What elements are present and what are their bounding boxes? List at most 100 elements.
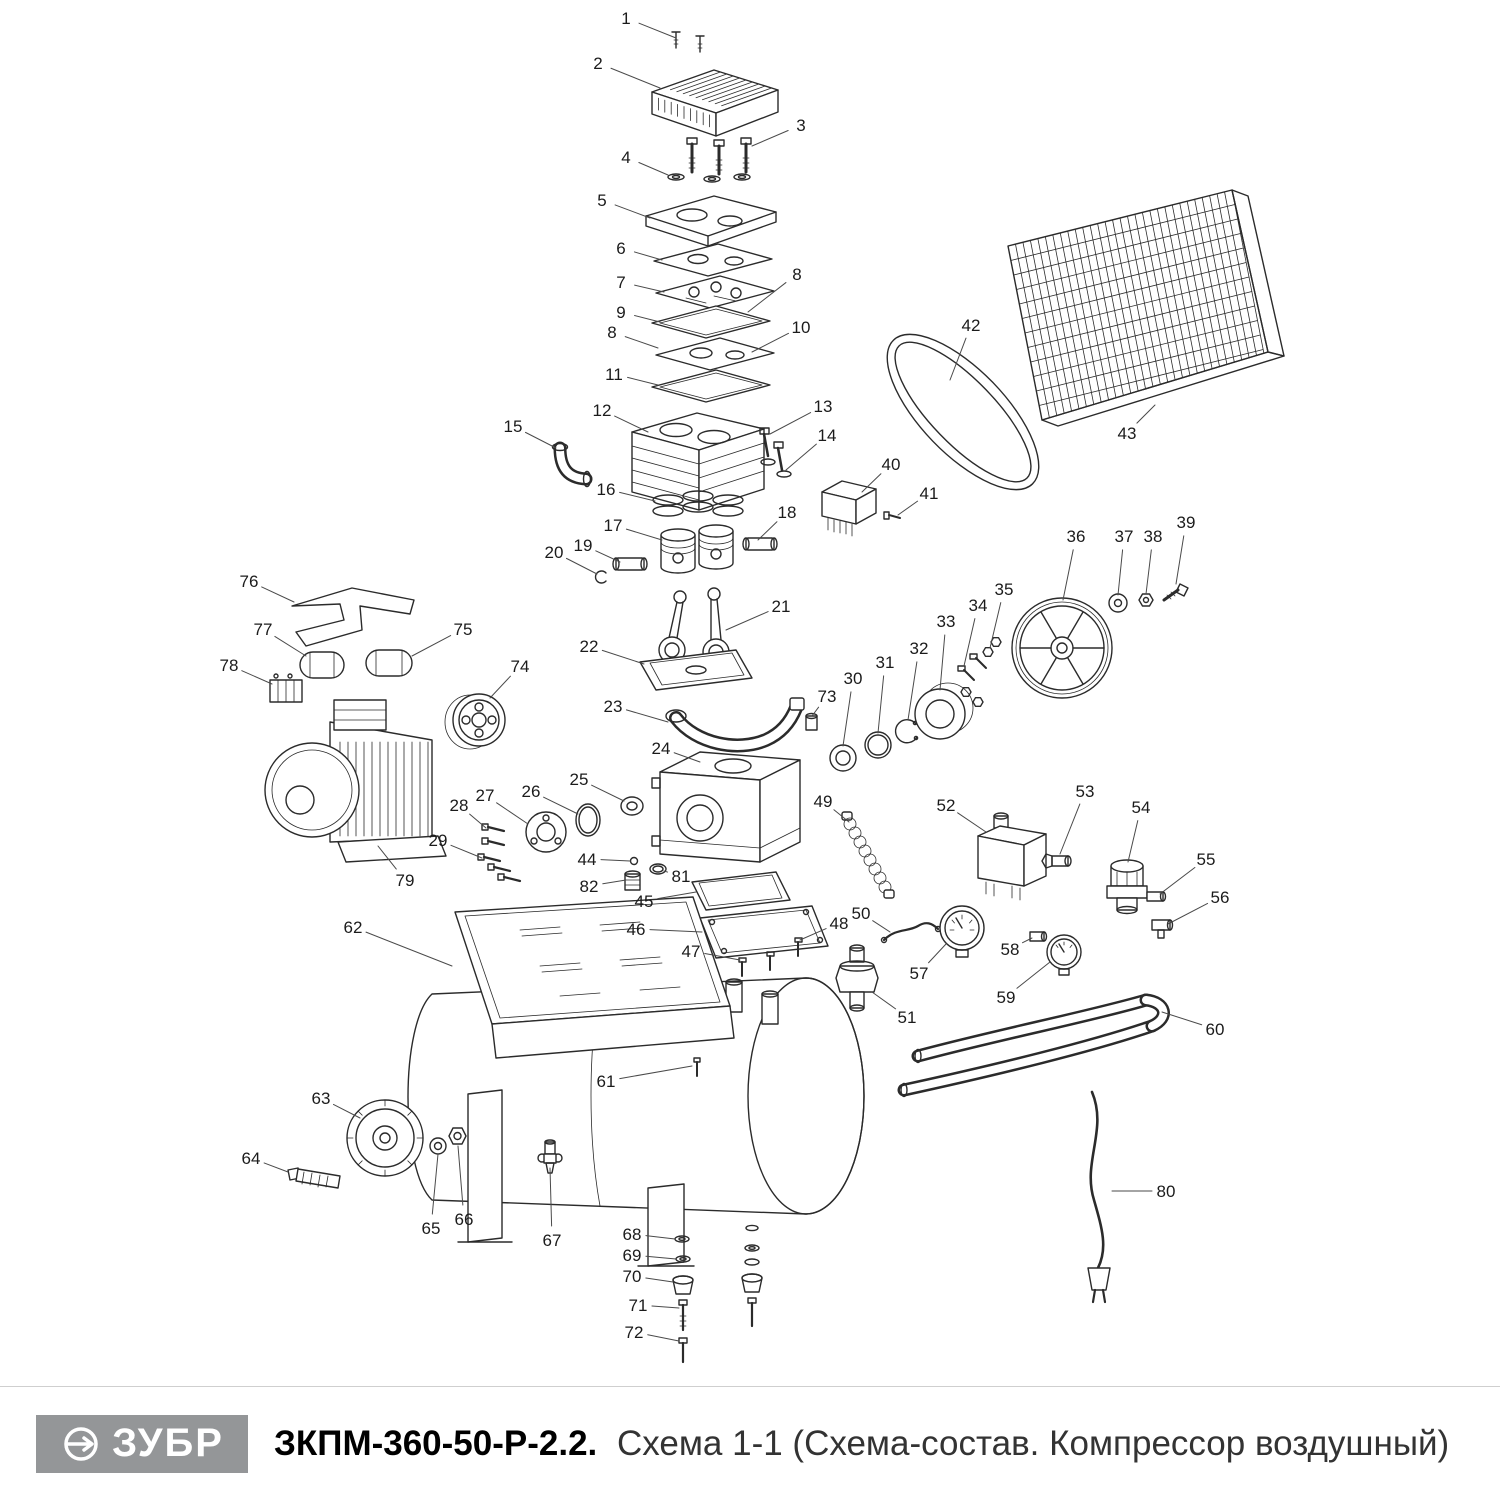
part-label-8: 8 <box>607 323 616 342</box>
leader-line-47 <box>704 953 741 961</box>
leader-line-58 <box>1022 937 1033 944</box>
part-label-18: 18 <box>778 503 797 522</box>
part-label-62: 62 <box>344 918 363 937</box>
leader-line-53 <box>1059 803 1081 855</box>
part-label-82: 82 <box>580 877 599 896</box>
leader-line-30 <box>842 691 852 747</box>
head-cover-bolts <box>686 137 752 176</box>
leader-line-65 <box>431 1153 439 1215</box>
unloader-tube <box>880 922 942 944</box>
leader-line-1 <box>638 22 677 39</box>
leader-line-71 <box>651 1305 680 1309</box>
leader-line-5 <box>614 204 651 219</box>
leader-line-45 <box>657 891 697 900</box>
part-label-50: 50 <box>852 904 871 923</box>
part-label-80: 80 <box>1157 1182 1176 1201</box>
leader-line-51 <box>871 991 897 1010</box>
cylinder-bolts <box>759 427 792 478</box>
base-gasket <box>691 871 791 911</box>
leader-line-64 <box>263 1162 289 1173</box>
leader-line-62 <box>365 931 453 967</box>
part-label-44: 44 <box>578 850 597 869</box>
leader-line-79 <box>377 845 397 870</box>
part-label-16: 16 <box>597 480 616 499</box>
part-label-30: 30 <box>844 669 863 688</box>
electric-motor <box>264 699 447 863</box>
zubr-logo-icon <box>64 1426 98 1461</box>
leader-line-57 <box>928 943 947 964</box>
part-label-64: 64 <box>242 1149 261 1168</box>
part-label-24: 24 <box>652 739 671 758</box>
leader-line-20 <box>565 557 598 575</box>
part-label-17: 17 <box>604 516 623 535</box>
drain-valve <box>537 1139 563 1174</box>
valve-plate-stack <box>651 243 775 403</box>
part-label-12: 12 <box>593 401 612 420</box>
part-label-7: 7 <box>616 273 625 292</box>
part-label-15: 15 <box>504 417 523 436</box>
leader-line-46 <box>649 929 703 933</box>
leader-line-67 <box>549 1167 553 1227</box>
breather-fitting <box>624 870 641 891</box>
flywheel-pulley <box>1011 597 1113 699</box>
terminal-block <box>269 673 303 703</box>
motor-coupling <box>444 693 506 750</box>
base-plate <box>699 905 829 959</box>
leader-line-14 <box>785 443 817 471</box>
leader-line-41 <box>897 500 919 516</box>
leader-line-48 <box>799 928 827 941</box>
part-label-11: 11 <box>605 365 623 384</box>
model-number: ЗКПМ-360-50-Р-2.2. <box>274 1423 598 1463</box>
part-label-37: 37 <box>1115 527 1134 546</box>
part-label-8: 8 <box>792 265 801 284</box>
leader-line-66 <box>457 1145 464 1206</box>
leader-line-7 <box>634 284 665 293</box>
brand-logo-text: ЗУБР <box>112 1421 224 1465</box>
part-label-72: 72 <box>625 1323 644 1342</box>
part-label-21: 21 <box>772 597 791 616</box>
reed-valve-block <box>821 480 877 537</box>
part-label-74: 74 <box>511 657 530 676</box>
leader-line-34 <box>963 618 976 667</box>
part-label-48: 48 <box>830 914 849 933</box>
oil-plug <box>805 712 818 731</box>
power-cord <box>1087 1090 1111 1304</box>
leader-line-56 <box>1167 902 1209 925</box>
elbow-fitting <box>551 441 593 488</box>
part-label-1: 1 <box>621 9 630 28</box>
part-label-54: 54 <box>1132 798 1151 817</box>
part-label-10: 10 <box>792 318 811 337</box>
part-label-13: 13 <box>814 397 833 416</box>
capacitor-b <box>299 651 345 679</box>
brand-logo: ЗУБР <box>36 1414 248 1473</box>
leader-line-50 <box>872 920 891 933</box>
belt-guard <box>1007 189 1285 427</box>
discharge-tube <box>665 697 805 753</box>
part-label-29: 29 <box>429 831 448 850</box>
part-label-27: 27 <box>476 786 495 805</box>
drive-belt <box>886 333 1040 491</box>
part-label-53: 53 <box>1076 782 1095 801</box>
leader-line-23 <box>625 709 669 723</box>
part-label-38: 38 <box>1144 527 1163 546</box>
leader-line-6 <box>633 251 663 261</box>
part-label-55: 55 <box>1197 850 1216 869</box>
pressure-gauge-large <box>939 905 985 958</box>
cylinder-head <box>645 195 777 247</box>
part-label-34: 34 <box>969 596 988 615</box>
platform-screw <box>693 1057 701 1077</box>
part-label-46: 46 <box>627 920 646 939</box>
flange-bolts <box>477 823 522 883</box>
document-title: ЗКПМ-360-50-Р-2.2. Схема 1-1 (Схема-сост… <box>274 1424 1449 1464</box>
pressure-gauge-small <box>1046 934 1082 976</box>
crankcase <box>651 751 801 863</box>
foot-fasteners <box>672 1224 763 1364</box>
part-label-40: 40 <box>882 455 901 474</box>
part-label-61: 61 <box>597 1072 616 1091</box>
part-label-5: 5 <box>597 191 606 210</box>
leader-line-27 <box>496 802 529 825</box>
part-label-78: 78 <box>220 656 239 675</box>
leader-line-60 <box>1161 1011 1203 1026</box>
leader-line-26 <box>543 796 579 815</box>
part-label-6: 6 <box>616 239 625 258</box>
